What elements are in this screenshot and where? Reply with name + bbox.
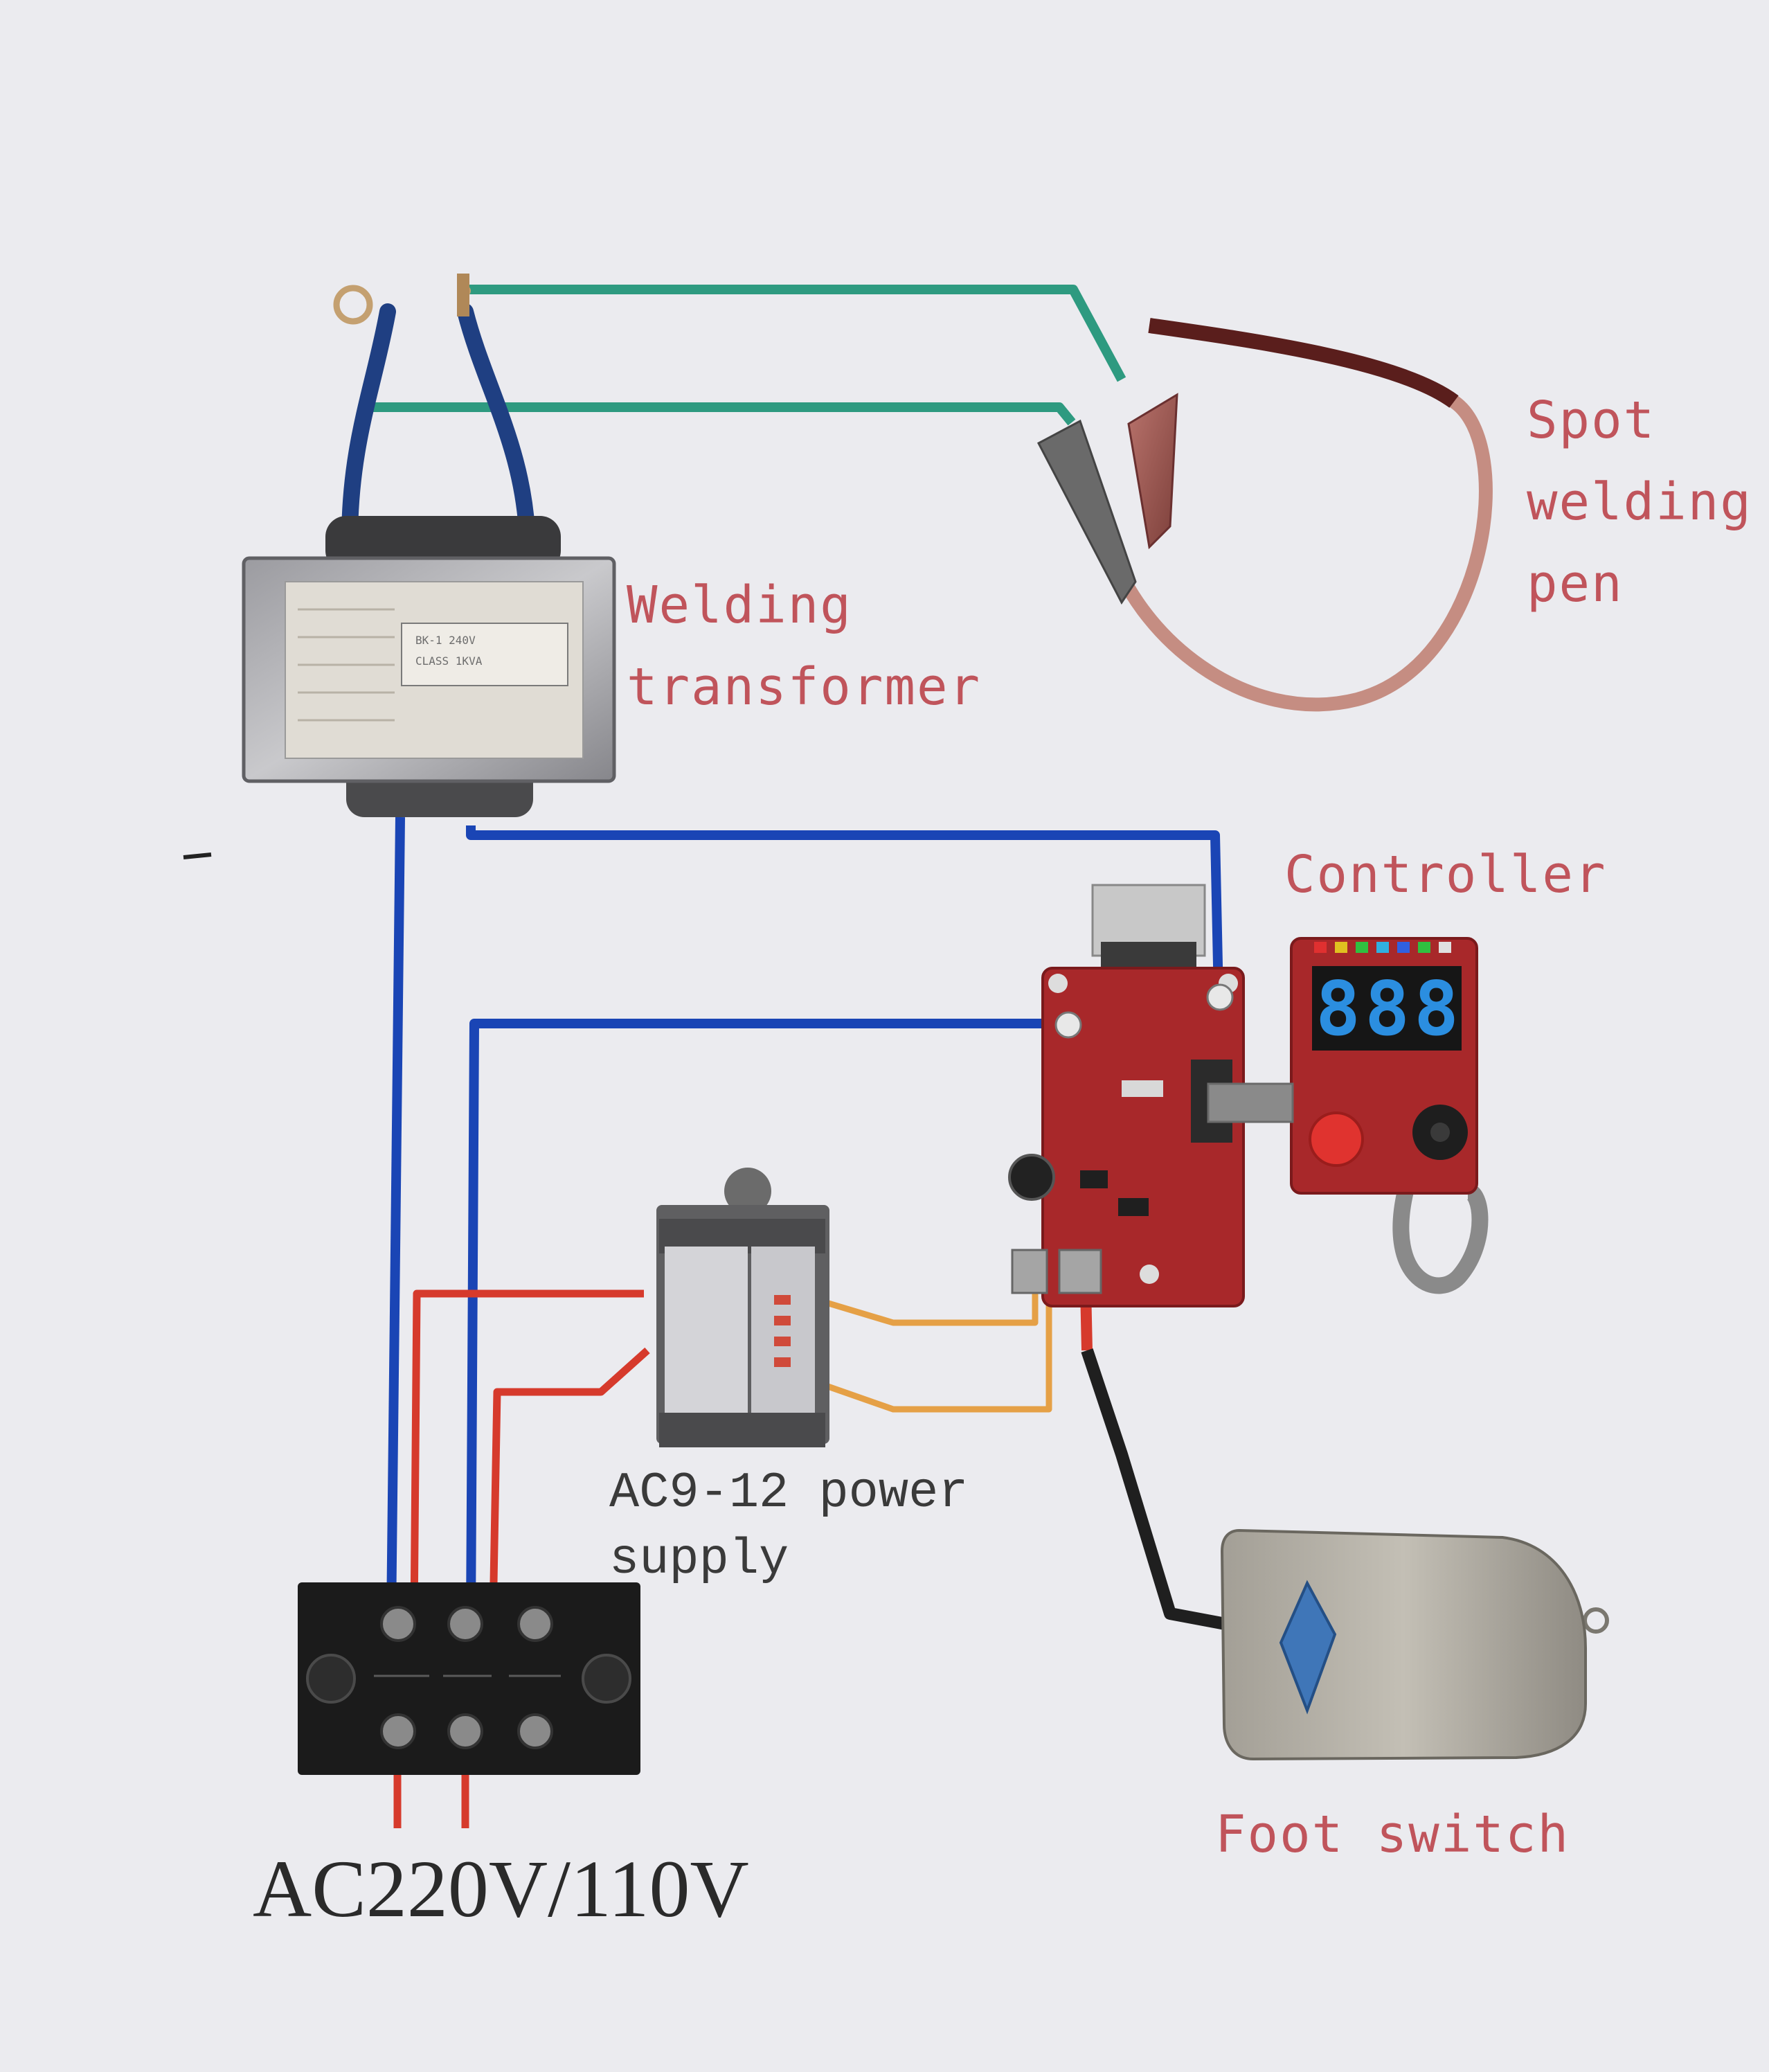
orange-wire-1 — [823, 1285, 1039, 1326]
svg-text:BK-1 240V: BK-1 240V — [415, 634, 476, 647]
control-panel-icon: 888 — [1290, 937, 1489, 1294]
lead-right — [457, 303, 536, 555]
green-wires — [360, 285, 1126, 426]
blue-wire-transformer-controller — [466, 825, 1223, 998]
svg-text:CLASS 1KVA: CLASS 1KVA — [415, 654, 483, 668]
welding-transformer-label: Welding transformer — [627, 575, 982, 717]
controller-label: Controller — [1284, 845, 1607, 904]
terminal-block-icon — [298, 1582, 640, 1775]
red-wire-1 — [410, 1289, 644, 1621]
blue-wire-terminal-controller — [466, 1019, 1066, 1621]
blue-wire-transformer-terminal — [386, 816, 405, 1621]
red-wire-2 — [489, 1347, 650, 1621]
red-wires — [393, 1289, 650, 1828]
orange-wires — [823, 1285, 1052, 1413]
margin-mark — [183, 852, 212, 859]
green-wire-top — [464, 285, 1126, 382]
power-transformer-icon — [656, 1168, 829, 1447]
blue-wires — [386, 816, 1223, 1621]
foot-switch-icon — [1220, 1528, 1609, 1761]
green-wire-lower — [360, 402, 1076, 426]
spot-welding-pen-label: Spot welding pen — [1527, 391, 1752, 614]
foot-switch-cable — [1080, 1287, 1227, 1630]
mains-voltage-label: AC220V/110V — [253, 1843, 749, 1934]
controller-board-icon — [1008, 884, 1291, 1307]
lead-left — [341, 303, 396, 548]
transformer-leads — [341, 303, 536, 555]
orange-wire-2 — [823, 1285, 1052, 1413]
foot-switch-label: Foot switch — [1215, 1805, 1570, 1864]
transformer-icon: BK-1 240V CLASS 1KVA — [242, 274, 616, 817]
power-supply-label: AC9-12 power supply — [609, 1465, 969, 1588]
controller-display: 888 — [1315, 966, 1463, 1053]
spot-welding-pen-icon — [1036, 318, 1493, 712]
